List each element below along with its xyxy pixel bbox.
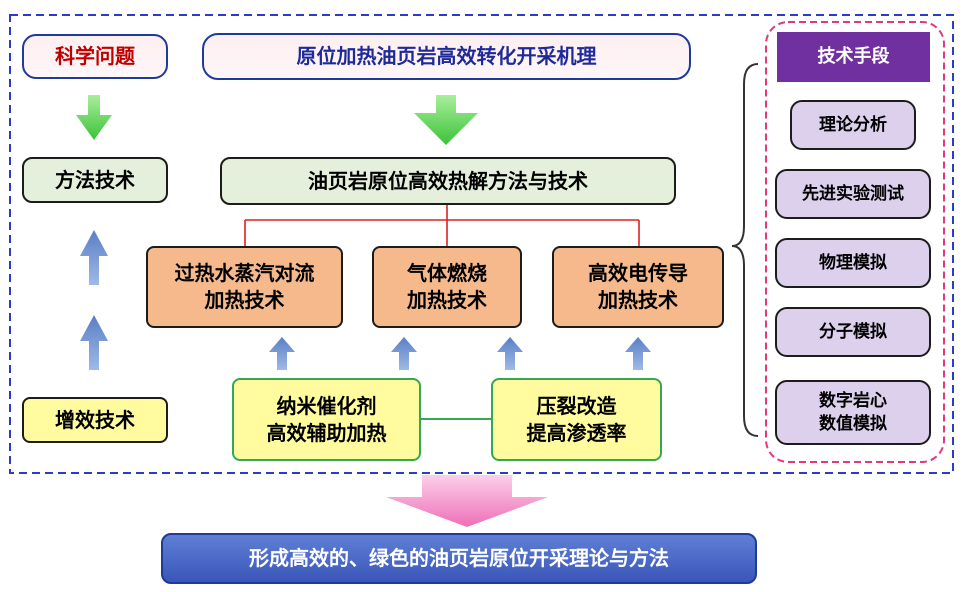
enhance-tech-box: 增效技术 bbox=[22, 397, 168, 443]
blue-arrow-1 bbox=[269, 337, 295, 370]
science-question-box: 科学问题 bbox=[22, 34, 168, 79]
green-arrow-left bbox=[76, 95, 112, 140]
enhancement-nano-catalyst: 纳米催化剂 高效辅助加热 bbox=[232, 378, 421, 461]
blue-arrow-left-lower bbox=[80, 315, 108, 370]
outcome-box: 形成高效的、绿色的油页岩原位开采理论与方法 bbox=[161, 533, 757, 584]
tech-means-frame bbox=[765, 21, 945, 463]
heating-method-steam: 过热水蒸汽对流 加热技术 bbox=[146, 246, 343, 328]
tech-item-physical: 物理模拟 bbox=[775, 238, 931, 288]
mechanism-box: 原位加热油页岩高效转化开采机理 bbox=[202, 33, 691, 80]
tech-means-title: 技术手段 bbox=[777, 32, 930, 82]
heating-method-gas: 气体燃烧 加热技术 bbox=[372, 246, 522, 328]
tech-item-molecular: 分子模拟 bbox=[775, 307, 931, 357]
green-arrow-main bbox=[414, 95, 478, 145]
outer-dashed-frame bbox=[9, 14, 954, 474]
enhancement-fracturing: 压裂改造 提高渗透率 bbox=[491, 378, 662, 461]
tech-item-theory: 理论分析 bbox=[790, 100, 916, 150]
blue-arrow-3 bbox=[497, 337, 523, 370]
curly-brace bbox=[731, 63, 759, 437]
method-main-box: 油页岩原位高效热解方法与技术 bbox=[220, 157, 676, 205]
blue-arrow-4 bbox=[625, 337, 651, 370]
pink-arrow bbox=[386, 475, 548, 527]
tech-item-experiment: 先进实验测试 bbox=[775, 169, 931, 219]
blue-arrow-2 bbox=[391, 337, 417, 370]
method-tech-box: 方法技术 bbox=[22, 157, 168, 203]
tech-item-digital-core: 数字岩心 数值模拟 bbox=[775, 380, 931, 445]
heating-method-electric: 高效电传导 加热技术 bbox=[552, 246, 724, 328]
blue-arrow-left-upper bbox=[80, 230, 108, 285]
